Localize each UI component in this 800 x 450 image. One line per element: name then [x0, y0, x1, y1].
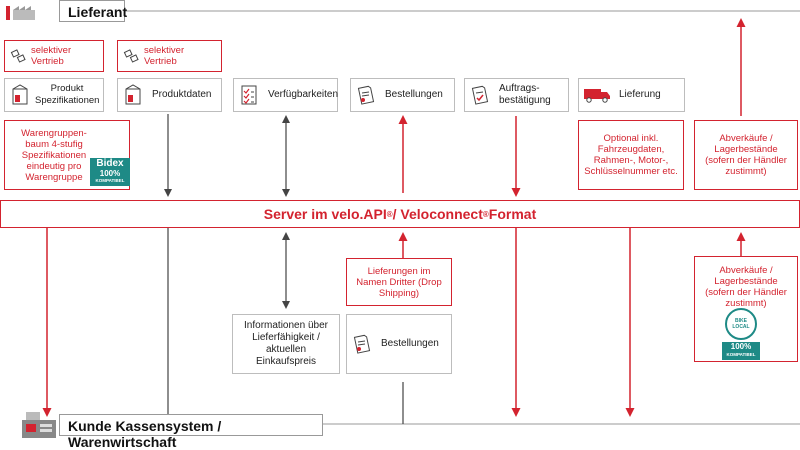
orders-box-bottom: Bestellungen	[346, 314, 452, 374]
sales-stock-note-top: Abverkäufe / Lagerbestände (sofern der H…	[694, 120, 798, 190]
supplier-label: Lieferant	[68, 4, 128, 20]
confirm-document-icon	[465, 85, 495, 105]
truck-icon	[579, 87, 615, 103]
product-box-icon	[5, 84, 35, 106]
checklist-icon	[234, 85, 264, 105]
handshake-icon	[5, 48, 31, 64]
delivery-info-box: Informationen über Lieferfähigkeit / akt…	[232, 314, 340, 374]
handshake-icon	[118, 48, 144, 64]
delivery-box: Lieferung	[578, 78, 685, 112]
order-confirmation-box: Auftrags- bestätigung	[464, 78, 569, 112]
vehicle-data-note: Optional inkl. Fahrzeugdaten, Rahmen-, M…	[578, 120, 684, 190]
customer-label-box: Kunde Kassensystem / Warenwirtschaft	[59, 414, 323, 450]
server-format-bar: Server im velo.API® / Veloconnect® Forma…	[0, 200, 800, 228]
bidex-badge: Bidex 100% KOMPATIBEL	[90, 158, 130, 186]
customer-label: Kunde Kassensystem / Warenwirtschaft	[68, 418, 222, 450]
factory-icon	[4, 2, 38, 22]
supplier-label-box: Lieferant	[59, 0, 128, 22]
bike-local-badge: BIKE LOCAL	[725, 308, 757, 340]
orders-box: Bestellungen	[350, 78, 455, 112]
product-specs-box: Produkt Spezifikationen	[4, 78, 104, 112]
bidex-compatible-badge: 100% KOMPATIBEL	[722, 342, 760, 360]
order-document-icon	[347, 334, 377, 354]
order-document-icon	[351, 85, 381, 105]
product-data-box: Produktdaten	[117, 78, 222, 112]
availability-box: Verfügbarkeiten	[233, 78, 338, 112]
product-box-icon	[118, 84, 148, 106]
drop-shipping-note: Lieferungen im Namen Dritter (Drop Shipp…	[346, 258, 452, 306]
cash-register-icon	[20, 410, 60, 440]
